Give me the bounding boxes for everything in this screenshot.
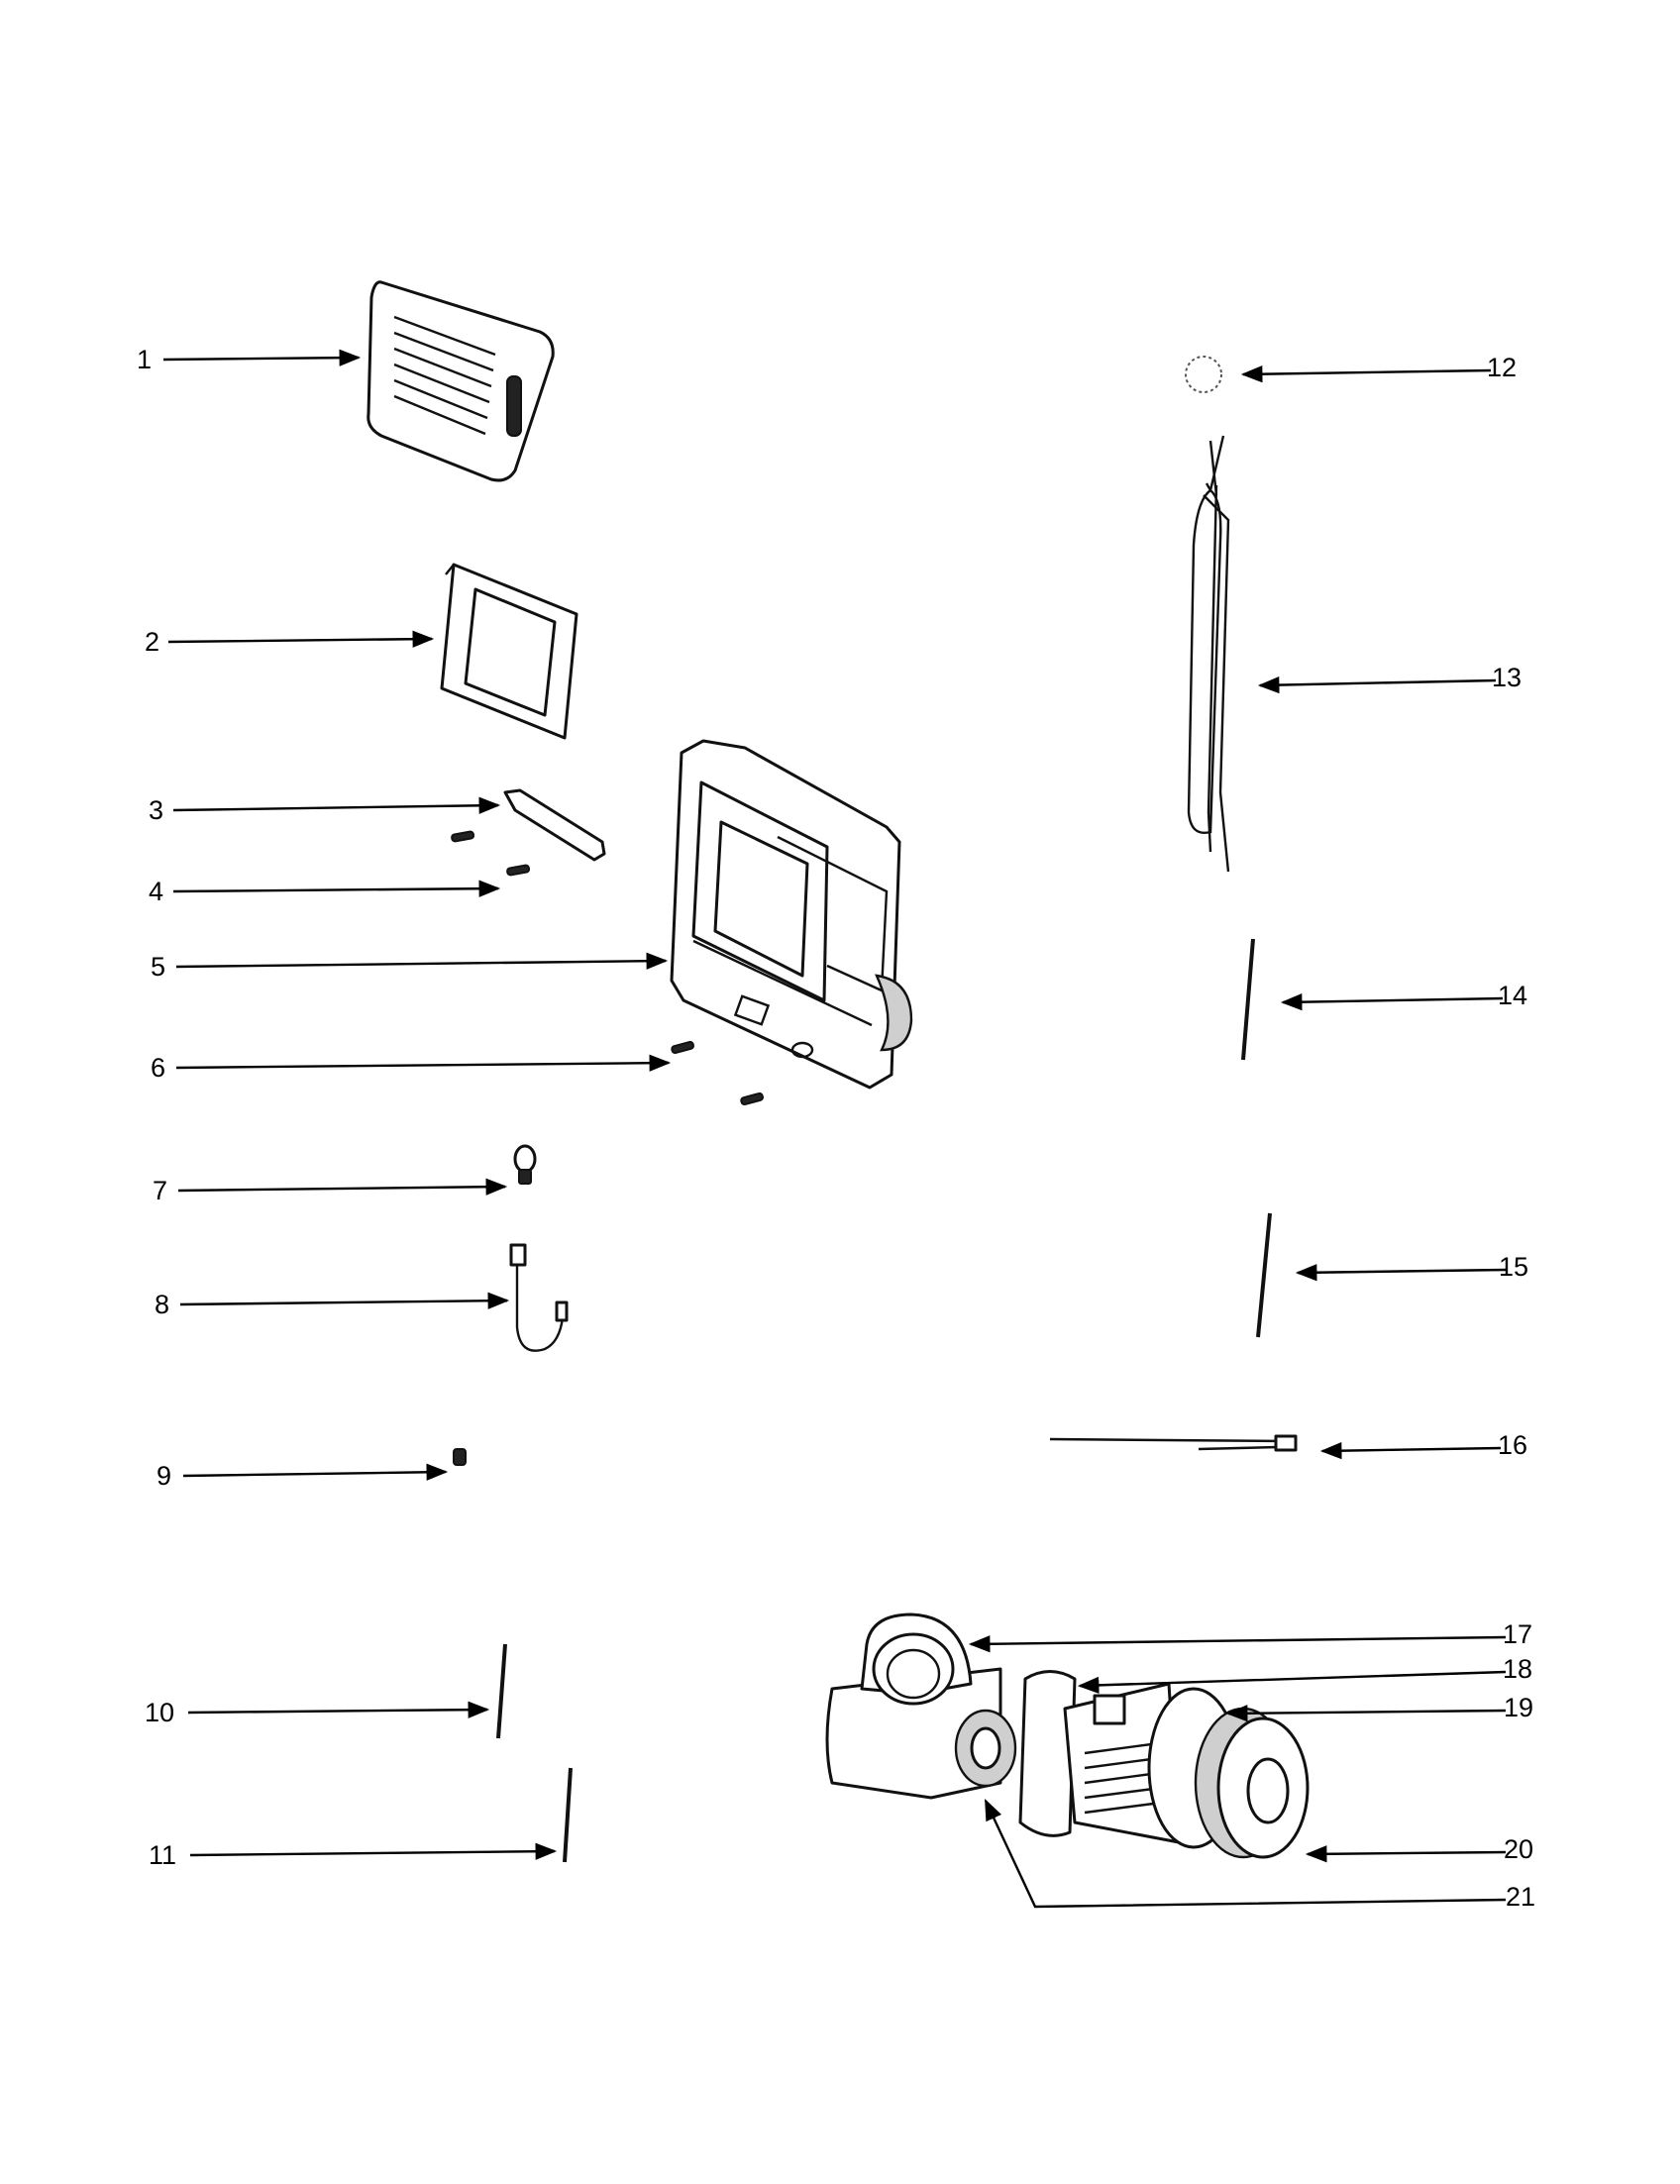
- callout-18: 18: [1503, 1654, 1533, 1684]
- callout-7: 7: [153, 1176, 168, 1205]
- callout-14: 14: [1498, 981, 1528, 1010]
- callout-6: 6: [151, 1053, 166, 1083]
- part-11-rod: [563, 1767, 573, 1863]
- part-18-gasket: [1018, 1670, 1077, 1837]
- part-12-grommet: [1185, 356, 1222, 393]
- part-8-light-socket: [509, 1243, 569, 1352]
- part-13-wire-harness: [1187, 435, 1230, 873]
- callout-12: 12: [1487, 353, 1518, 382]
- callout-20: 20: [1504, 1834, 1534, 1864]
- callout-10: 10: [145, 1698, 175, 1727]
- part-15-rod: [1256, 1212, 1272, 1338]
- part-6-screws: [671, 1040, 764, 1106]
- part-2-filter-frame: [440, 563, 578, 740]
- part-21-motor-fan: [954, 1709, 1017, 1788]
- callout-11: 11: [149, 1840, 177, 1870]
- callout-5: 5: [151, 952, 166, 982]
- callout-2: 2: [145, 627, 160, 657]
- callout-15: 15: [1499, 1252, 1529, 1282]
- part-20-motor-end-cap: [1194, 1707, 1310, 1859]
- callout-3: 3: [149, 795, 164, 825]
- part-3-handle-strip: [503, 788, 606, 862]
- callout-1: 1: [137, 345, 153, 374]
- part-1-grille-cover: [367, 280, 555, 482]
- leader-lines: [162, 349, 1507, 1909]
- part-7-bulb: [513, 1144, 537, 1185]
- part-10-rod: [496, 1643, 507, 1739]
- part-9-screw: [453, 1448, 467, 1466]
- callout-13: 13: [1492, 663, 1522, 692]
- callout-16: 16: [1498, 1430, 1528, 1460]
- part-16-cable-tie: [1049, 1434, 1298, 1452]
- callout-19: 19: [1504, 1693, 1534, 1722]
- part-14-rod: [1241, 938, 1255, 1061]
- callout-4: 4: [149, 877, 164, 906]
- callout-17: 17: [1503, 1619, 1533, 1649]
- callout-9: 9: [157, 1461, 172, 1491]
- part-17-motor-housing: [825, 1612, 1002, 1800]
- part-4-screws: [451, 830, 531, 877]
- callout-21: 21: [1506, 1882, 1536, 1912]
- callout-8: 8: [155, 1290, 170, 1319]
- part-5-front-housing: [670, 739, 913, 1090]
